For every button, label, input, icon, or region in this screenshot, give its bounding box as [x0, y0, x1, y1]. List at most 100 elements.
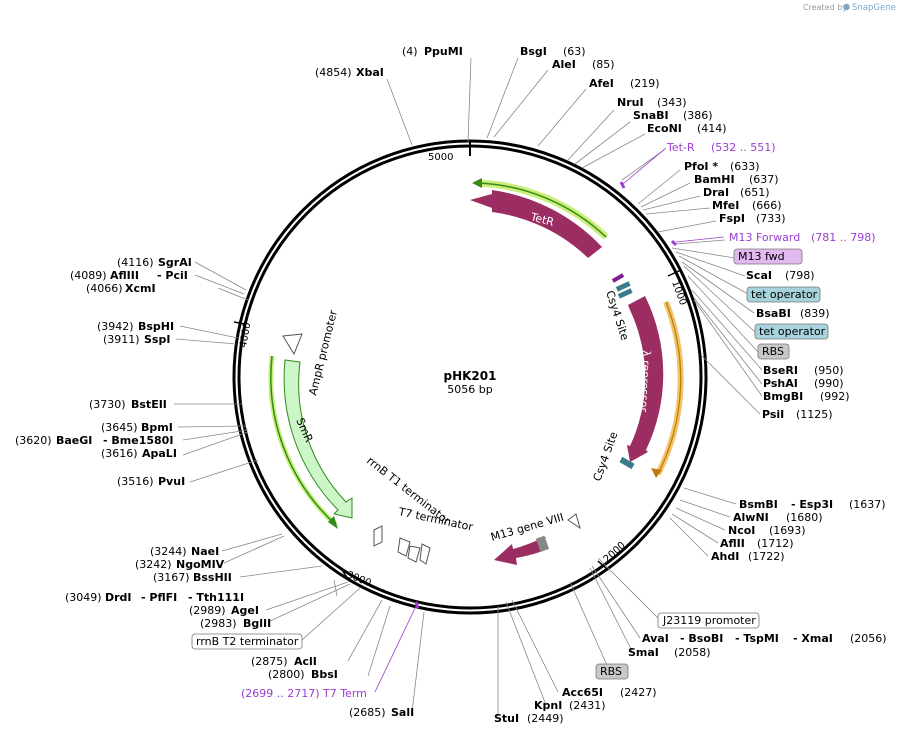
nrui-label[interactable]: NruI	[617, 96, 644, 109]
tth111i-label[interactable]: - Tth111I	[188, 591, 244, 604]
bsabi-label[interactable]: BsaBI	[756, 307, 791, 320]
bglii-label[interactable]: BglII	[243, 617, 271, 630]
pfoi-label[interactable]: PfoI *	[684, 160, 718, 173]
bbsi-label[interactable]: BbsI	[311, 668, 338, 681]
smr-feature-arrow[interactable]	[283, 359, 353, 519]
pshai-label[interactable]: PshAI	[763, 377, 798, 390]
drdi-label[interactable]: DrdI	[105, 591, 132, 604]
snabi-label[interactable]: SnaBI	[633, 109, 669, 122]
csy4-top-label: Csy4 Site	[603, 289, 631, 342]
bme1580i-label[interactable]: - Bme1580I	[103, 434, 173, 447]
pvui-position: (3516)	[117, 475, 154, 488]
bmgbi-label[interactable]: BmgBI	[763, 390, 803, 403]
afei-position: (219)	[630, 77, 660, 90]
ppumi-label[interactable]: PpuMI	[424, 45, 463, 58]
tet-operator-box-1[interactable]	[746, 286, 821, 303]
sgrai-label[interactable]: SgrAI	[158, 256, 192, 269]
m13-forward-site-position: (781 .. 798)	[811, 231, 876, 244]
rbs-box-1[interactable]	[757, 343, 790, 360]
tet-operator-box-2[interactable]	[754, 323, 829, 340]
avai-label[interactable]: AvaI	[642, 632, 669, 645]
snabi-position: (386)	[683, 109, 713, 122]
kpni-label[interactable]: KpnI	[534, 699, 562, 712]
afliii-label[interactable]: AflIII	[110, 269, 139, 282]
m13-gene-viii-feature-arrow[interactable]	[494, 537, 546, 565]
t7-terminator-icon-2[interactable]	[407, 545, 421, 563]
drai-label[interactable]: DraI	[703, 186, 729, 199]
bsobi-label[interactable]: - BsoBI	[680, 632, 723, 645]
ncoi-label[interactable]: NcoI	[728, 524, 755, 537]
t7-term-site-label[interactable]: T7 Term	[322, 687, 367, 700]
baegi-label[interactable]: BaeGI	[56, 434, 92, 447]
afei-label[interactable]: AfeI	[589, 77, 614, 90]
tet-operator-marker-2[interactable]	[617, 288, 633, 299]
ahdi-label[interactable]: AhdI	[711, 550, 739, 563]
sali-label[interactable]: SalI	[391, 706, 414, 719]
pvui-label[interactable]: PvuI	[158, 475, 185, 488]
ngomiv-label[interactable]: NgoMIV	[176, 558, 225, 571]
csy4-bottom-marker[interactable]	[619, 456, 635, 470]
smai-label[interactable]: SmaI	[628, 646, 659, 659]
stui-label[interactable]: StuI	[494, 712, 519, 725]
bseri-label[interactable]: BseRI	[763, 364, 798, 377]
tspmi-label[interactable]: - TspMI	[735, 632, 779, 645]
plasmid-size: 5056 bp	[447, 383, 492, 396]
bpmi-label[interactable]: BpmI	[141, 421, 173, 434]
ampr-promoter-icon[interactable]	[282, 333, 303, 356]
t7-terminator-icon-1[interactable]	[397, 537, 411, 557]
scai-label[interactable]: ScaI	[746, 269, 772, 282]
ampr-promoter-label: AmpR promoter	[306, 308, 340, 396]
alei-label[interactable]: AleI	[552, 58, 576, 71]
bsteii-label[interactable]: BstEII	[131, 398, 167, 411]
psii-label[interactable]: PsiI	[762, 408, 784, 421]
acc65i-label[interactable]: Acc65I	[562, 686, 603, 699]
m13-forward-leader	[675, 236, 725, 243]
csy4-top-marker[interactable]	[611, 273, 625, 283]
j23119-promoter-box[interactable]	[657, 612, 760, 629]
mfei-label[interactable]: MfeI	[712, 199, 739, 212]
tick-3000	[341, 569, 349, 580]
sspi-label[interactable]: SspI	[144, 333, 170, 346]
agei-position: (2989)	[189, 604, 226, 617]
t7-term-site-position: (2699 .. 2717)	[241, 687, 320, 700]
afliii-position: (4089)	[70, 269, 107, 282]
tet-r-leader	[622, 147, 667, 185]
xcmi-label[interactable]: XcmI	[125, 282, 156, 295]
bsphi-label[interactable]: BspHI	[138, 320, 174, 333]
j23119-promoter-icon[interactable]	[567, 513, 581, 530]
pcii-label[interactable]: - PciI	[157, 269, 188, 282]
agei-label[interactable]: AgeI	[231, 604, 259, 617]
naei-label[interactable]: NaeI	[191, 545, 219, 558]
tetr-feature-arrow[interactable]	[470, 190, 602, 258]
bsabi-position: (839)	[800, 307, 830, 320]
smai-position: (2058)	[674, 646, 711, 659]
tetr-direction-line	[477, 182, 607, 238]
bamhi-position: (637)	[749, 173, 779, 186]
lambda-repressor-feature-arrow[interactable]	[627, 296, 664, 462]
tet-operator-marker-1[interactable]	[615, 281, 631, 292]
tet-r-site-label[interactable]: Tet-R	[666, 141, 695, 154]
m13-forward-site-label[interactable]: M13 Forward	[729, 231, 800, 244]
apali-label[interactable]: ApaLI	[142, 447, 177, 460]
econi-label[interactable]: EcoNI	[647, 122, 682, 135]
esp3i-label[interactable]: - Esp3I	[791, 498, 833, 511]
xbai-label[interactable]: XbaI	[356, 66, 384, 79]
acli-label[interactable]: AclI	[294, 655, 317, 668]
pflfi-label[interactable]: - PflFI	[141, 591, 177, 604]
m13-fwd-box[interactable]	[733, 248, 803, 265]
snapgene-brand: SnapGene	[852, 3, 896, 13]
rrnb-t1-icon[interactable]	[373, 525, 383, 547]
bsmbi-label[interactable]: BsmBI	[739, 498, 778, 511]
xmai-label[interactable]: - XmaI	[793, 632, 833, 645]
bamhi-label[interactable]: BamHI	[694, 173, 735, 186]
rbs-box-2[interactable]	[595, 663, 629, 680]
aflii-label[interactable]: AflII	[720, 537, 745, 550]
scai-position: (798)	[785, 269, 815, 282]
rrnb-t2-terminator-box[interactable]	[191, 633, 303, 650]
bsgi-label[interactable]: BsgI	[520, 45, 547, 58]
alwni-label[interactable]: AlwNI	[733, 511, 769, 524]
bsshii-label[interactable]: BssHII	[193, 571, 232, 584]
fspi-label[interactable]: FspI	[719, 212, 745, 225]
mfei-position: (666)	[752, 199, 782, 212]
t7-terminator-icon-3[interactable]	[419, 543, 431, 565]
